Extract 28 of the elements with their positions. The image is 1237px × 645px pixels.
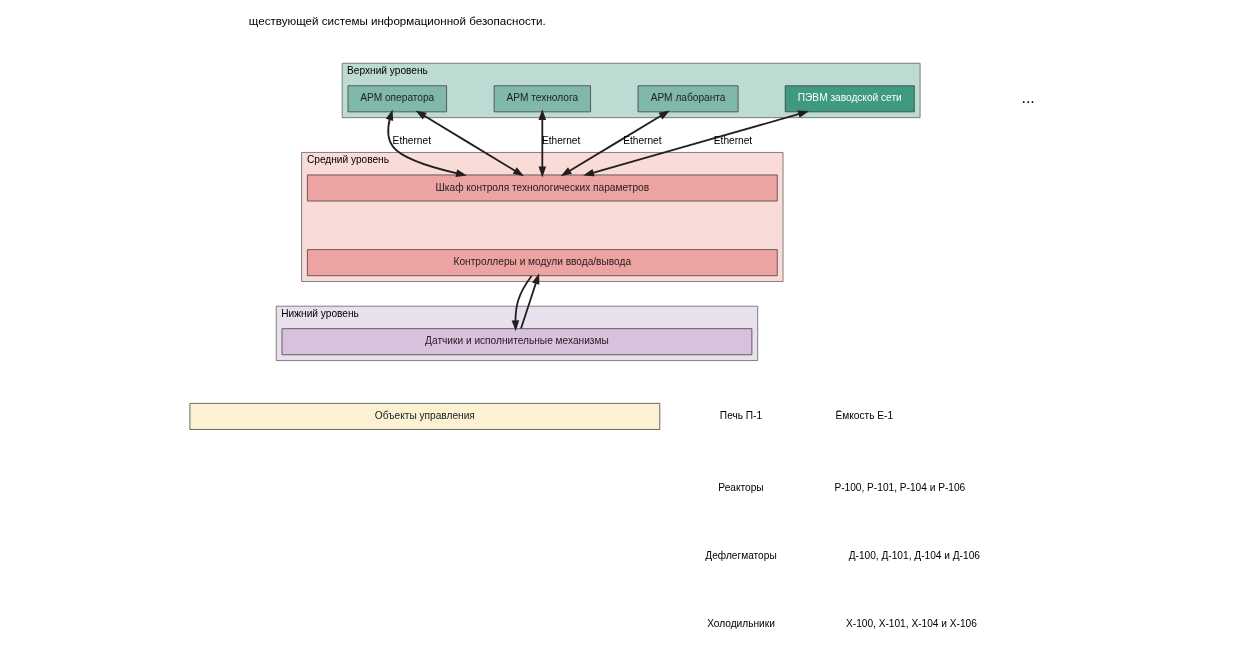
node-box: Датчики и исполнительные механизмы bbox=[281, 328, 752, 356]
arrow bbox=[385, 109, 467, 177]
node-box: ПЭВМ заводской сети bbox=[784, 85, 915, 113]
arrow bbox=[560, 110, 670, 177]
label: Реакторы bbox=[717, 481, 764, 493]
label: ... bbox=[1021, 88, 1035, 106]
edge-label: Ethernet bbox=[622, 134, 662, 146]
arrow bbox=[582, 110, 809, 177]
label: Х-100, Х-101, Х-104 и Х-106 bbox=[845, 617, 977, 629]
arrow bbox=[519, 273, 539, 330]
label: Печь П-1 bbox=[719, 410, 762, 422]
edge-label: Ethernet bbox=[713, 134, 752, 146]
label: Ёмкость Е-1 bbox=[835, 410, 893, 422]
node-box: АРМ оператора bbox=[347, 85, 447, 113]
node-box: АРМ лаборанта bbox=[637, 85, 738, 113]
label: Дефлегматоры bbox=[704, 549, 777, 561]
node-box: АРМ технолога bbox=[493, 85, 591, 113]
label: ществующей системы информационной безопасности. bbox=[248, 13, 546, 27]
label: Д-100, Д-101, Д-104 и Д-106 bbox=[848, 549, 980, 561]
node-box: Объекты управления bbox=[189, 403, 660, 430]
label: Р-100, Р-101, Р-104 и Р-106 bbox=[833, 481, 965, 493]
edge-label: Ethernet bbox=[392, 134, 431, 146]
label: Холодильники bbox=[706, 617, 775, 629]
arrow bbox=[414, 110, 524, 177]
arrow bbox=[511, 275, 532, 332]
arrow bbox=[538, 109, 546, 178]
node-box: Шкаф контроля технологических параметров bbox=[306, 174, 778, 202]
node-box: Контроллеры и модули ввода/вывода bbox=[306, 249, 778, 277]
